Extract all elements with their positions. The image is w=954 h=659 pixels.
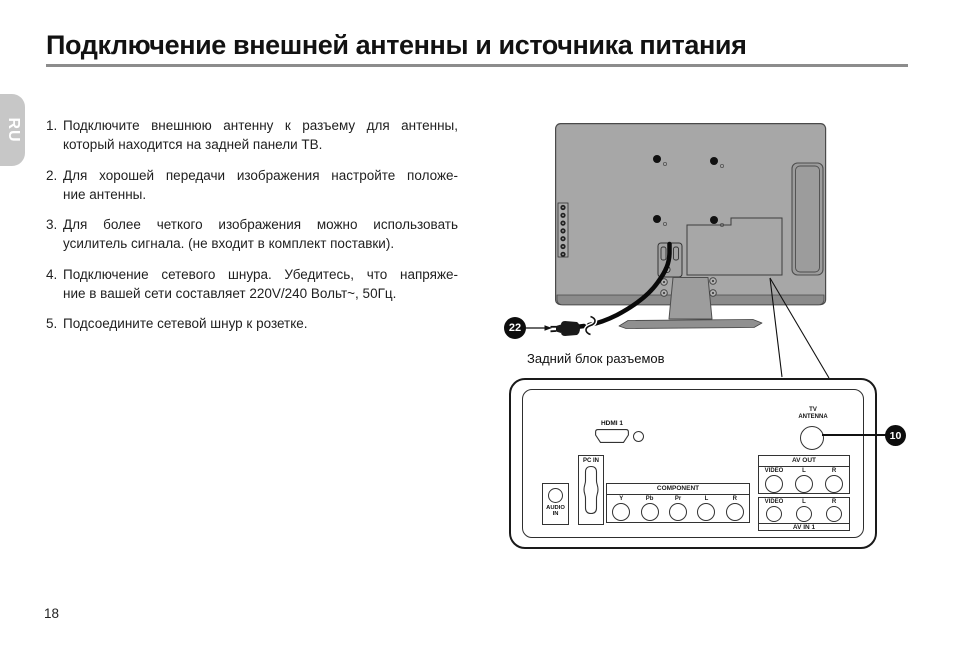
item-line: ние антенны. xyxy=(63,186,147,202)
language-tab-label: RU xyxy=(4,117,22,143)
component-header: COMPONENT xyxy=(607,484,749,495)
jack-column: R xyxy=(819,467,849,493)
av-in-footer: AV IN 1 xyxy=(759,523,849,533)
av-out-header: AV OUT xyxy=(759,456,849,467)
tv-antenna-label-line2: ANTENNA xyxy=(798,413,828,420)
jack-label: VIDEO xyxy=(764,499,784,505)
rear-block-label: Задний блок разъемов xyxy=(527,351,665,366)
jack-label: R xyxy=(831,499,837,505)
instruction-list: 1. Подключите внешнюю антенну к разъему … xyxy=(46,116,458,345)
av-in-jack-row: VIDEO L R xyxy=(759,498,849,522)
jack-label: Pb xyxy=(645,496,654,502)
jack-column: Pr xyxy=(664,495,692,521)
instruction-item: 5. Подсоедините сетевой шнур к розетке. xyxy=(46,314,458,333)
audio-in-label-line1: AUDIO xyxy=(546,505,565,511)
jack-column: VIDEO xyxy=(759,498,789,522)
item-number: 5. xyxy=(46,316,58,331)
av-in-box: VIDEO L R AV IN 1 xyxy=(758,497,850,531)
tv-antenna-label-line1: TV xyxy=(809,407,817,413)
jack-column: L xyxy=(692,495,720,521)
pc-in-label: PC IN xyxy=(582,458,599,464)
audio-in-label-line2: IN xyxy=(552,511,559,518)
recessed-handle xyxy=(791,162,824,276)
rca-jack xyxy=(796,506,812,522)
connector-panel: HDMI 1 TV ANTENNA PC IN AUDIO IN COMPONE… xyxy=(509,378,877,549)
item-line: Для более четкого изображения можно испо… xyxy=(63,217,458,232)
pc-in-box: PC IN xyxy=(578,455,604,525)
rca-jack xyxy=(765,474,783,493)
jack-column: VIDEO xyxy=(759,467,789,493)
item-line: Подключите внешнюю антенну к разъему для… xyxy=(63,118,458,133)
instruction-item: 3. Для более четкого изображения можно и… xyxy=(46,215,458,253)
tv-antenna-label: TV ANTENNA xyxy=(783,407,843,421)
panel-inner-border xyxy=(522,389,864,538)
hdmi-indicator-circle xyxy=(633,431,644,442)
component-box: COMPONENT Y Pb Pr L xyxy=(606,483,750,523)
vesa-mount-holes xyxy=(653,155,724,228)
jack-label: Pr xyxy=(674,496,682,502)
jack-label: L xyxy=(802,467,806,474)
hdmi-port-icon xyxy=(595,429,629,443)
audio-in-jack xyxy=(548,488,563,503)
jack-column: L xyxy=(789,498,819,522)
rca-jack xyxy=(725,503,744,521)
item-line: Для хорошей передачи изображения настрой… xyxy=(63,167,458,183)
item-line: Подключение сетевого шнура. Убедитесь, ч… xyxy=(63,266,458,282)
item-number: 4. xyxy=(46,266,58,282)
page-title: Подключение внешней антенны и источника … xyxy=(46,30,747,60)
item-number: 1. xyxy=(46,118,58,133)
language-tab: RU xyxy=(0,94,25,166)
callout-10-badge: 10 xyxy=(885,425,906,446)
audio-in-box: AUDIO IN xyxy=(542,483,569,525)
hdmi-label: HDMI 1 xyxy=(600,420,624,427)
item-line: ние в вашей сети составляет 220V/240 Вол… xyxy=(63,285,397,301)
rca-jack xyxy=(826,506,842,522)
rca-jack xyxy=(766,506,782,522)
rca-jack xyxy=(825,474,843,493)
rca-jack xyxy=(669,503,688,521)
power-plug xyxy=(550,321,580,336)
tv-stand xyxy=(618,277,763,329)
rca-jack xyxy=(612,503,631,521)
jack-label: R xyxy=(732,496,737,502)
av-out-jack-row: VIDEO L R xyxy=(759,467,849,493)
instruction-item: 2. Для хорошей передачи изображения наст… xyxy=(46,166,458,204)
jack-label: VIDEO xyxy=(764,467,784,474)
instruction-item: 1. Подключите внешнюю антенну к разъему … xyxy=(46,116,458,154)
item-number: 3. xyxy=(46,217,58,232)
page-number: 18 xyxy=(44,606,60,621)
callout-projection-lines xyxy=(769,277,830,379)
callout-22-line xyxy=(526,325,552,331)
side-connector-strip xyxy=(557,202,569,258)
jack-column: R xyxy=(721,495,749,521)
vga-port-icon xyxy=(583,465,599,515)
jack-label: Y xyxy=(619,496,624,502)
tv-rear-diagram xyxy=(526,123,830,379)
cable-tie xyxy=(585,315,596,336)
tv-antenna-jack xyxy=(800,426,824,450)
av-out-box: AV OUT VIDEO L R xyxy=(758,455,850,494)
instruction-item: 4. Подключение сетевого шнура. Убедитесь… xyxy=(46,265,458,303)
antenna-callout-line xyxy=(822,434,886,436)
jack-column: Pb xyxy=(635,495,663,521)
stand-screws xyxy=(660,277,717,297)
rca-jack xyxy=(640,503,659,521)
rca-jack xyxy=(795,474,813,493)
item-line: усилитель сигнала. (не входит в комплект… xyxy=(63,236,395,251)
jack-label: R xyxy=(831,467,837,474)
callout-22-badge: 22 xyxy=(504,317,526,339)
jack-column: R xyxy=(819,498,849,522)
title-divider xyxy=(46,64,908,67)
rca-jack xyxy=(697,503,716,521)
component-jack-row: Y Pb Pr L R xyxy=(607,495,749,521)
item-number: 2. xyxy=(46,167,58,183)
jack-column: L xyxy=(789,467,819,493)
item-line: который находится на задней панели ТВ. xyxy=(63,137,323,152)
connector-area-outline xyxy=(686,217,783,276)
jack-label: L xyxy=(704,496,709,502)
jack-label: L xyxy=(802,499,806,505)
jack-column: Y xyxy=(607,495,635,521)
item-line: Подсоедините сетевой шнур к розетке. xyxy=(63,316,308,331)
audio-in-label: AUDIO IN xyxy=(543,505,568,518)
